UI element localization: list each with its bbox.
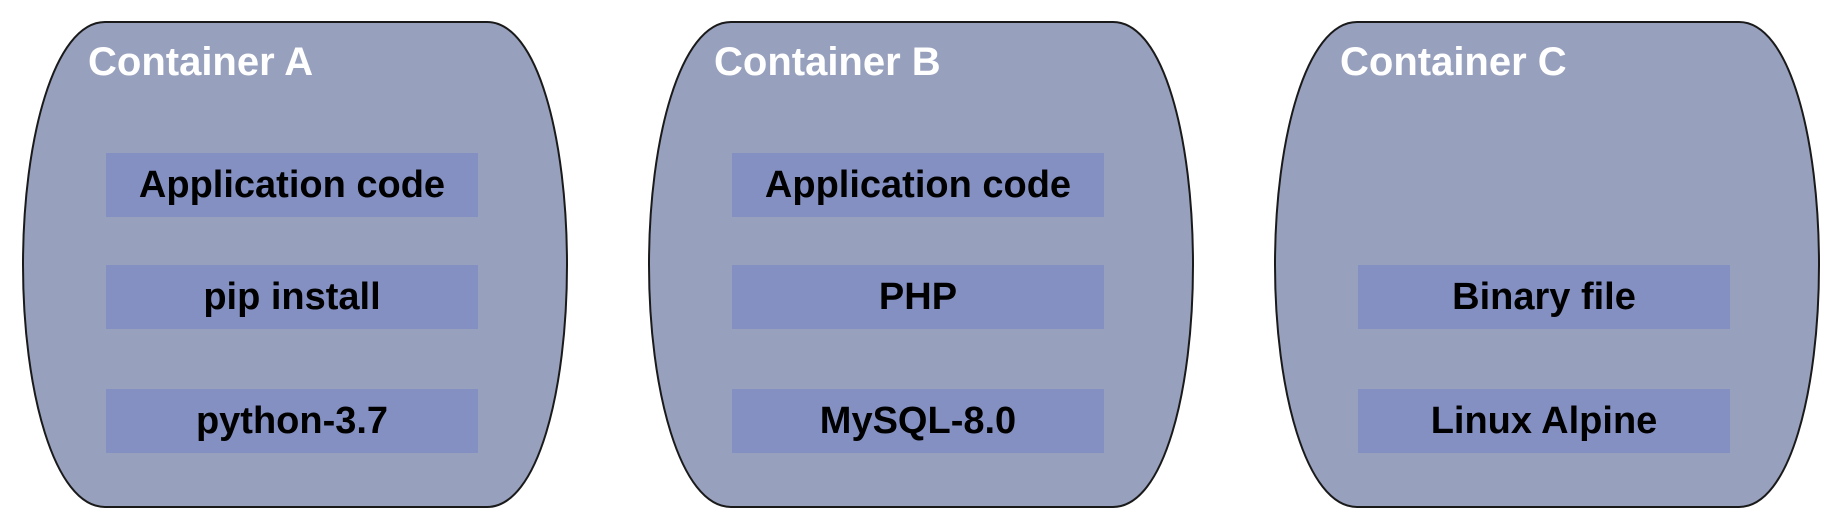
container-b-layer-2: PHP [732,265,1104,329]
container-c-shape [1273,21,1821,508]
container-a-title: Container A [88,40,314,84]
container-b-layer-1: Application code [732,153,1104,217]
container-a-layer-2: pip install [106,265,478,329]
container-b-layer-3: MySQL-8.0 [732,389,1104,453]
container-b-title: Container B [714,40,941,84]
container-c-layer-1: Binary file [1358,265,1730,329]
container-b-shape [647,21,1195,508]
container-a-shape [21,21,569,508]
container-c-layer-2: Linux Alpine [1358,389,1730,453]
container-a-layer-1: Application code [106,153,478,217]
container-a-layer-3: python-3.7 [106,389,478,453]
container-c-title: Container C [1340,40,1567,84]
